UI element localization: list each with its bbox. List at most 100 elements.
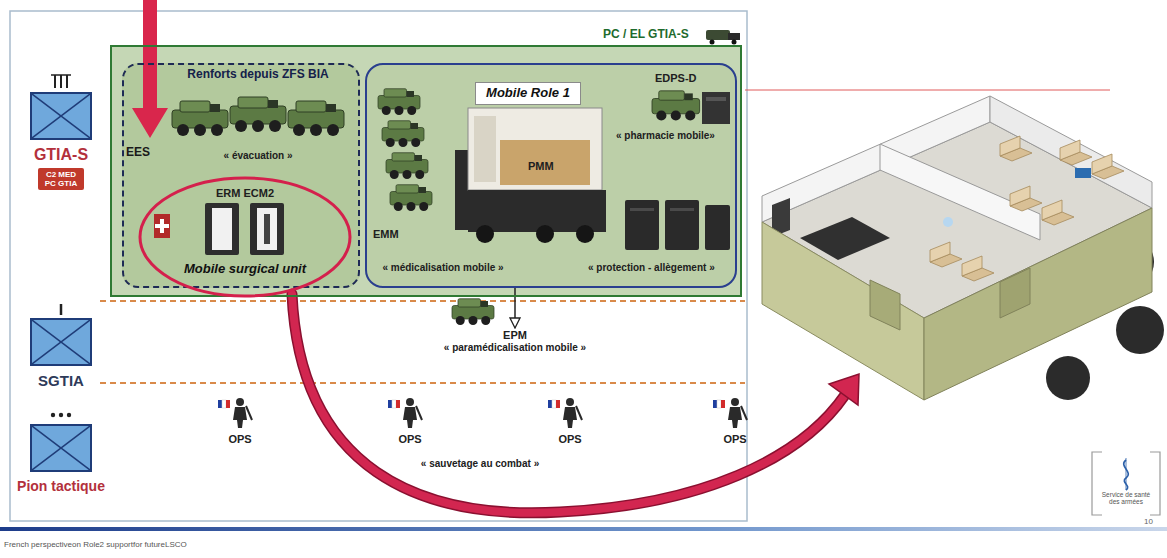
echelon-marker: [67, 413, 71, 417]
unit-title: Mobile surgical unit: [184, 262, 306, 277]
protection-equipment: [665, 200, 699, 250]
protection-equipment: [625, 200, 659, 250]
role-caption: « paramédicalisation mobile »: [444, 342, 586, 354]
shelter-render: [1075, 168, 1091, 178]
slide-frame: [10, 11, 747, 521]
reinforcement-group: Renforts depuis ZFS BIAEES« évacuation »…: [122, 63, 360, 288]
echelon-marker: [54, 75, 56, 88]
unit-symbol: GTIA-S: [30, 92, 92, 140]
panel-heading: PC / EL GTIA-S: [603, 28, 689, 42]
shelter-render: [762, 222, 924, 400]
unit-code: EPM: [444, 329, 586, 342]
mobile-medical-vehicles: [378, 89, 432, 211]
unit-code: ERM ECM2: [216, 187, 274, 200]
echelon-label: SGTIA: [38, 372, 84, 389]
role-caption: « pharmacie mobile»: [616, 130, 715, 142]
echelon-label: GTIA-S: [34, 146, 88, 164]
mobile-medical-vehicles: [386, 153, 428, 179]
surgical-unit-ellipse: ERM ECM2Mobile surgical unit: [138, 176, 352, 298]
shelter-render: [930, 242, 962, 267]
shelter-render: [1010, 186, 1042, 211]
protection-equipment: [670, 208, 694, 211]
group-title: Mobile Role 1: [486, 86, 570, 101]
role1-group: EDPS-D« pharmacie mobile»PMMEMM« médical…: [365, 63, 737, 288]
unit-label: OPS: [398, 433, 421, 446]
unit-label: OPS: [228, 433, 251, 446]
page-number: 10: [1144, 517, 1153, 526]
surgical-unit-picture: [257, 208, 277, 250]
curved-red-arrow: [829, 374, 859, 405]
pharmacy-vehicle: [706, 97, 726, 101]
echelon-marker: [60, 304, 63, 315]
protection-equipment: [705, 205, 730, 250]
panel-photo-ground: [122, 63, 360, 288]
unit-code: PMM: [528, 160, 554, 173]
shelter-render: [1116, 306, 1164, 354]
unit-label: OPS: [723, 433, 746, 446]
echelon-marker: [60, 75, 62, 88]
panel-photo-ground: [365, 63, 737, 288]
shelter-render: [924, 208, 1152, 400]
pharmacy-vehicle: [702, 92, 730, 124]
title-tag: Mobile Role 1: [475, 82, 581, 105]
medical-module-truck: [474, 116, 496, 182]
rescuer-figures: [218, 398, 252, 428]
shelter-render: [1060, 140, 1092, 165]
medical-module-truck: [576, 225, 594, 243]
tag-text: C2 MED PC GTIA: [40, 170, 82, 188]
panel-photo-ground: [110, 45, 742, 297]
top-red-arrow: [132, 0, 168, 138]
shelter-render: [1046, 356, 1090, 400]
medical-module-truck: [455, 108, 606, 243]
command-vehicle-icon: [728, 33, 740, 40]
evacuation-vehicles: [172, 101, 228, 136]
echelon-marker: [51, 74, 71, 76]
role-caption: « sauvetage au combat »: [421, 458, 539, 470]
protection-equipment: [625, 200, 730, 250]
logo-bracket: [1150, 452, 1160, 515]
surgical-unit-picture: [155, 224, 169, 228]
surgical-unit-picture: [205, 203, 239, 255]
medical-module-truck: [500, 140, 590, 185]
shelter-render: [762, 96, 1164, 400]
echelon-dashed-line: [100, 300, 745, 302]
command-vehicle-icon: [710, 40, 715, 45]
echelon-dashed-line: [100, 382, 745, 384]
top-red-arrow: [132, 0, 168, 138]
command-post-panel: PC / EL GTIA-SRenforts depuis ZFS BIAEES…: [110, 45, 742, 297]
unit-symbol: SGTIA: [30, 318, 92, 366]
unit-code: EES: [126, 146, 150, 160]
rescuer-figures: [713, 398, 747, 428]
command-vehicle-icon: [706, 30, 740, 45]
panel-photo-ground: [110, 45, 742, 297]
unit-code: EMM: [373, 228, 399, 241]
unit-symbol: Pion tactique: [30, 424, 92, 472]
evacuation-vehicles: [288, 101, 344, 136]
mobile-medical-vehicles: [390, 185, 432, 211]
medical-module-truck: [536, 225, 554, 243]
curved-red-arrow: [292, 294, 859, 513]
command-vehicle-icon: [732, 40, 737, 45]
medical-module-truck: [468, 108, 602, 190]
role-caption: « évacuation »: [224, 150, 293, 162]
echelon-marker: [59, 413, 63, 417]
medical-module-truck: [476, 225, 494, 243]
rescuer-figures: [388, 398, 422, 428]
mobile-medical-vehicles: [378, 89, 420, 115]
protection-equipment: [630, 208, 654, 211]
surgical-unit-picture: [154, 203, 284, 255]
unit-symbol-cross: [32, 94, 90, 138]
evacuation-vehicles: [230, 97, 286, 132]
footer-text: French perspectiveon Role2 supportfor fu…: [4, 540, 187, 549]
unit-symbol-cross: [32, 320, 90, 364]
pharmacy-vehicle: [652, 91, 730, 124]
footer-bar: [0, 527, 1167, 531]
surgical-unit-picture: [212, 208, 232, 250]
shelter-render: [943, 217, 953, 227]
evacuation-vehicles: [172, 97, 344, 136]
unit-symbol-cross: [32, 320, 90, 364]
